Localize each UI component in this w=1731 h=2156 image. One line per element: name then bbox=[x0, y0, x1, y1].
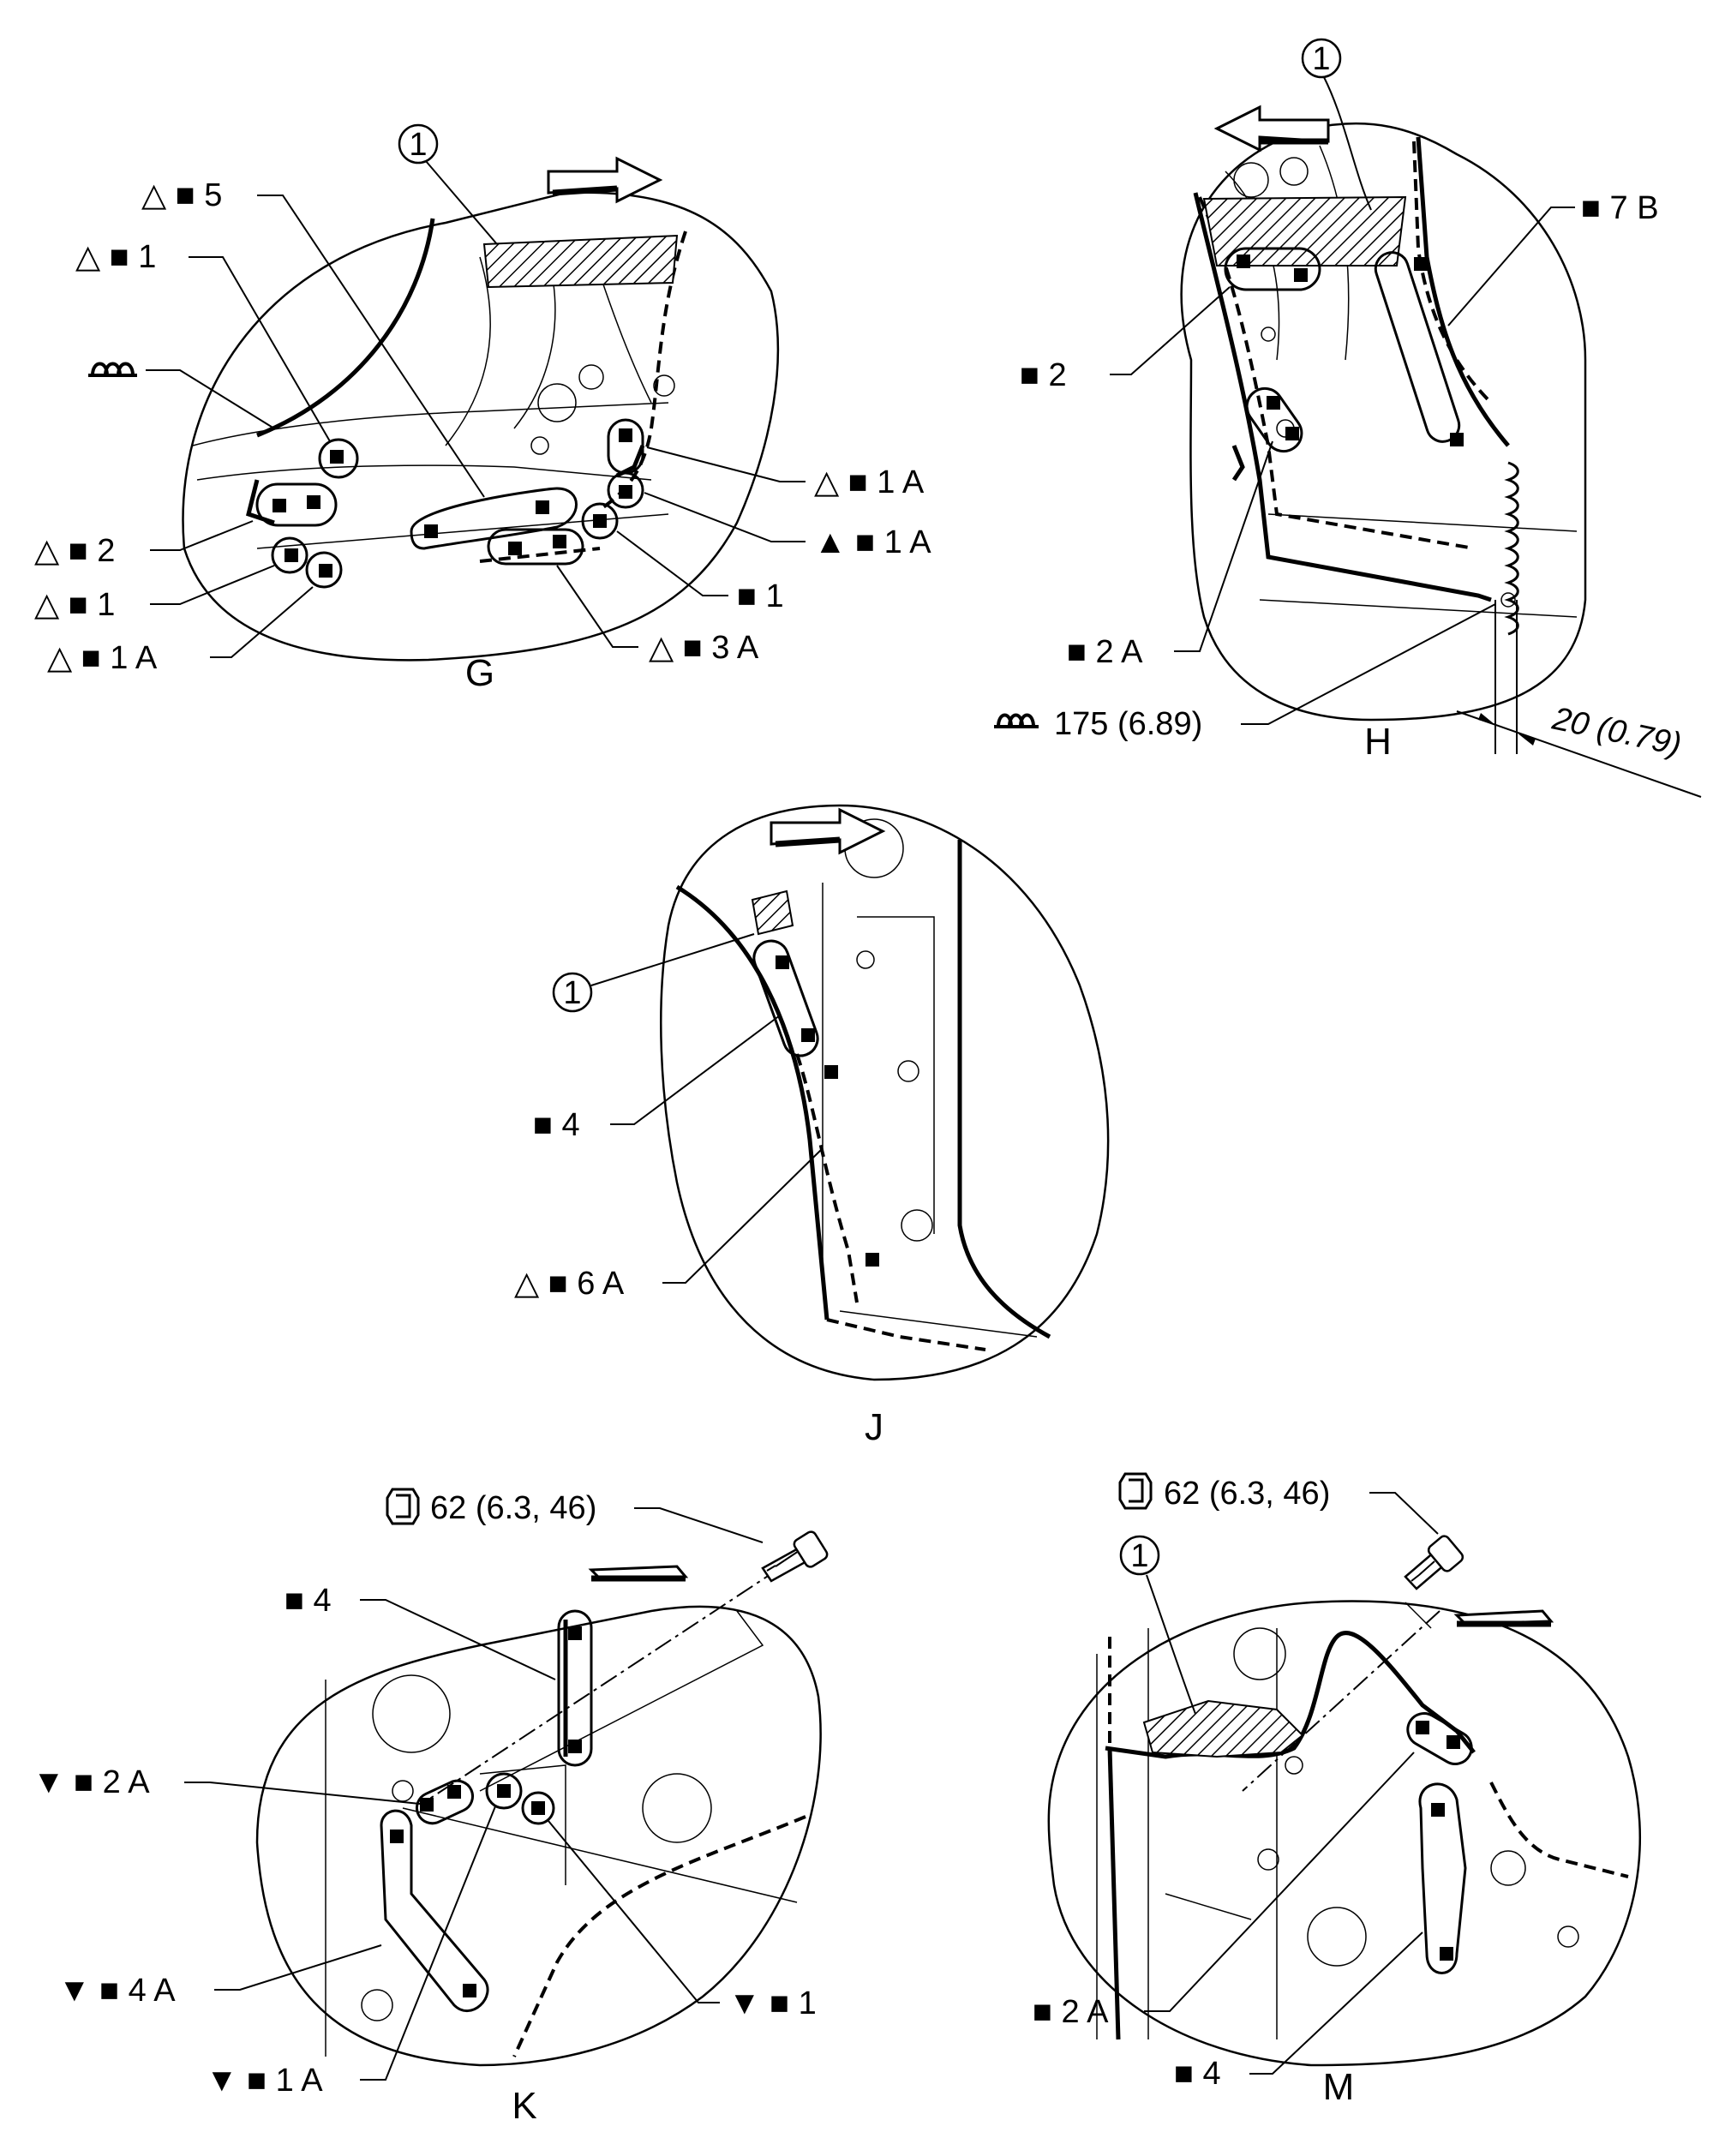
torque-wrench-icon bbox=[386, 1488, 420, 1525]
callout-g-tri-3a: △ ■ 3 A bbox=[649, 630, 759, 666]
callout-k-sq-4: ■ 4 bbox=[285, 1583, 332, 1619]
view-h: 1 ■ 7 B ■ 2 ■ 2 A 175 (6.89) 20 (0.79) H bbox=[994, 38, 1702, 798]
front-direction-arrow-icon bbox=[547, 156, 663, 204]
hatched-area-m bbox=[1142, 1699, 1304, 1758]
callout-h-sq-2a: ■ 2 A bbox=[1067, 634, 1143, 670]
hatched-area-g bbox=[482, 234, 679, 289]
bolt-icon bbox=[1404, 1535, 1464, 1590]
callout-h-dim-20: 20 (0.79) bbox=[1548, 701, 1684, 764]
callout-j-sq-4: ■ 4 bbox=[533, 1107, 580, 1143]
callout-j-tri-6a: △ ■ 6 A bbox=[514, 1266, 625, 1302]
front-direction-arrow-icon bbox=[770, 807, 886, 855]
bolt-icon bbox=[761, 1530, 829, 1583]
part-number-m: 1 bbox=[1130, 1538, 1148, 1574]
circled-part-number-icon: 1 bbox=[1301, 38, 1342, 79]
callout-m-torque: 62 (6.3, 46) bbox=[1164, 1476, 1330, 1512]
front-direction-arrow-icon bbox=[1213, 105, 1330, 153]
view-m-outline bbox=[1047, 1600, 1641, 2067]
callout-g-solid-tri-1a: ▲ ■ 1 A bbox=[814, 524, 931, 560]
front-direction-arrow-icon bbox=[1453, 1609, 1554, 1627]
part-number-g: 1 bbox=[409, 127, 427, 163]
view-label-g: G bbox=[465, 652, 494, 694]
callout-m-sq-4: ■ 4 bbox=[1174, 2056, 1221, 2092]
callout-g-sq-1: ■ 1 bbox=[737, 578, 784, 614]
callout-g-tri-1-low: △ ■ 1 bbox=[34, 587, 115, 623]
circled-part-number-icon: 1 bbox=[398, 123, 439, 165]
callout-k-inv-4a: ▼ ■ 4 A bbox=[58, 1973, 176, 2009]
part-number-j: 1 bbox=[563, 975, 581, 1011]
hatched-area-j bbox=[751, 889, 794, 936]
circled-part-number-icon: 1 bbox=[552, 972, 593, 1013]
callout-h-sq-7b: ■ 7 B bbox=[1581, 190, 1659, 226]
spot-weld-square-icon bbox=[1237, 255, 1464, 446]
callout-k-inv-1a: ▼ ■ 1 A bbox=[206, 2063, 323, 2099]
part-number-h: 1 bbox=[1312, 41, 1330, 77]
view-k: 62 (6.3, 46) ■ 4 ▼ ■ 2 A ▼ ■ 4 A ▼ ■ 1 A… bbox=[33, 1488, 829, 2127]
callout-g-tri-2: △ ■ 2 bbox=[34, 533, 115, 569]
callout-k-inv-2a: ▼ ■ 2 A bbox=[33, 1764, 150, 1800]
callout-g-tri-1-top: △ ■ 1 bbox=[75, 239, 156, 275]
spot-weld-square-icon bbox=[776, 955, 879, 1267]
view-j-outline bbox=[660, 804, 1110, 1381]
view-k-outline bbox=[255, 1605, 822, 2067]
callout-h-sq-2: ■ 2 bbox=[1020, 357, 1067, 393]
front-direction-arrow-icon bbox=[588, 1565, 689, 1582]
sealer-icon bbox=[88, 362, 137, 377]
view-g: 1 △ ■ 5 △ ■ 1 △ ■ 2 △ ■ 1 △ ■ 1 A △ ■ 1 … bbox=[34, 123, 931, 694]
callout-m-sq-2a: ■ 2 A bbox=[1033, 1994, 1109, 2030]
spot-weld-square-icon bbox=[390, 1626, 582, 1997]
callout-k-inv-1: ▼ ■ 1 bbox=[728, 1985, 817, 2021]
callout-k-torque: 62 (6.3, 46) bbox=[430, 1490, 596, 1526]
callout-h-seal-175: 175 (6.89) bbox=[1054, 706, 1202, 742]
view-label-j: J bbox=[865, 1406, 883, 1448]
sealer-icon bbox=[994, 713, 1039, 728]
spot-weld-square-icon bbox=[1416, 1721, 1460, 1961]
hatched-area-h bbox=[1202, 195, 1407, 267]
spot-weld-square-icon bbox=[273, 428, 632, 578]
circled-part-number-icon: 1 bbox=[1119, 1535, 1160, 1576]
view-g-outline bbox=[182, 191, 780, 662]
view-label-k: K bbox=[512, 2085, 536, 2127]
callout-g-tri-1a-right: △ ■ 1 A bbox=[814, 464, 925, 500]
view-j: 1 ■ 4 △ ■ 6 A J bbox=[514, 804, 1110, 1448]
view-label-m: M bbox=[1323, 2066, 1355, 2108]
view-label-h: H bbox=[1364, 721, 1392, 763]
view-m: 1 62 (6.3, 46) ■ 2 A ■ 4 M bbox=[1033, 1472, 1641, 2108]
torque-wrench-icon bbox=[1118, 1472, 1153, 1510]
callout-g-tri-1a-low: △ ■ 1 A bbox=[47, 640, 158, 676]
callout-g-tri-5: △ ■ 5 bbox=[141, 177, 222, 213]
